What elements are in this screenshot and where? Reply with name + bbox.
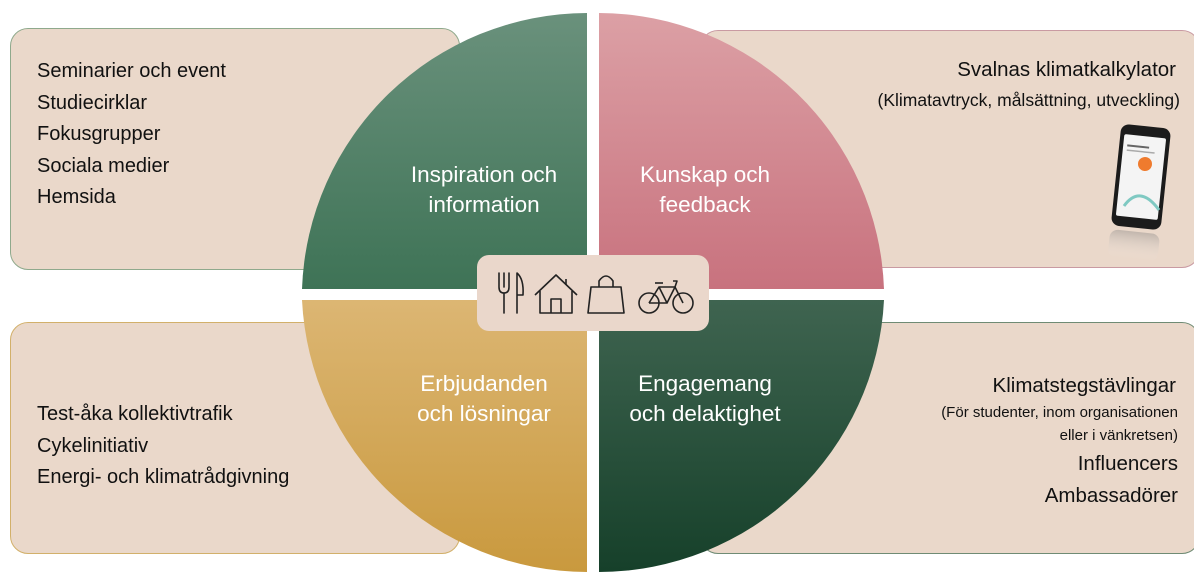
house-icon (534, 274, 578, 314)
quadrant-label-line: feedback (659, 192, 751, 217)
calculator-subtitle: (Klimatavtryck, målsättning, utveckling) (877, 90, 1180, 110)
quadrant-label-line: Erbjudanden (420, 371, 548, 396)
competition-note-line2: eller i vänkretsen) (1059, 427, 1178, 444)
list-item: Test-åka kollektivtrafik (37, 403, 233, 425)
list-item: Hemsida (37, 186, 116, 208)
icon-bar (477, 255, 709, 331)
list-item: Cykelinitiativ (37, 434, 149, 457)
quadrant-top-left (302, 13, 587, 289)
calculator-title: Svalnas klimatkalkylator (957, 58, 1176, 81)
quadrant-label-top-right: Kunskap och feedback (605, 160, 805, 220)
quadrant-label-line: Kunskap och (639, 162, 771, 187)
quadrant-label-top-left: Inspiration och information (384, 160, 584, 220)
list-item: Seminarier och event (37, 60, 226, 82)
bicycle-icon (638, 280, 694, 314)
shopping-bag-icon (587, 275, 625, 314)
quadrant-label-bottom-left: Erbjudanden och lösningar (384, 369, 584, 429)
quadrant-bottom-left (302, 300, 587, 572)
list-item: Fokusgrupper (37, 123, 161, 145)
quadrant-label-bottom-right: Engagemang och delaktighet (605, 369, 805, 429)
quadrant-top-right (599, 13, 884, 289)
quadrant-bottom-right (599, 300, 884, 572)
quadrant-label-line: och delaktighet (629, 401, 781, 426)
phone-image (1108, 124, 1171, 262)
quadrant-label-line: information (428, 192, 540, 217)
list-item: Sociala medier (37, 154, 170, 177)
list-top-left: Seminarier och event Studiecirklar Fokus… (37, 56, 226, 214)
list-item: Energi- och klimatrådgivning (37, 466, 290, 488)
quadrant-label-line: Engagemang (638, 371, 772, 396)
fork-knife-icon (498, 272, 524, 314)
ambassadors-label: Ambassadörer (1044, 484, 1178, 507)
influencers-label: Influencers (1077, 452, 1178, 475)
quadrant-label-line: Inspiration och (410, 162, 558, 187)
competition-note-line1: (För studenter, inom organisationen (941, 404, 1178, 421)
list-item: Studiecirklar (37, 91, 148, 114)
list-bottom-left: Test-åka kollektivtrafik Cykelinitiativ … (37, 399, 289, 494)
competition-title: Klimatstegstävlingar (992, 374, 1176, 397)
quadrant-label-line: och lösningar (417, 401, 551, 426)
